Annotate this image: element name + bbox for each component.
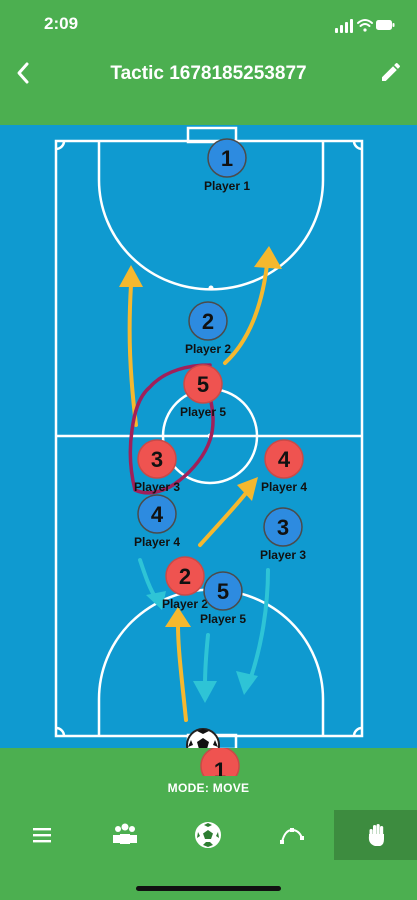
svg-text:Player 2: Player 2 [185, 342, 231, 356]
player-red-3[interactable]: 3 Player 3 [134, 439, 180, 494]
player-red-4[interactable]: 4 Player 4 [261, 439, 307, 494]
curve-tool-icon [280, 828, 304, 844]
player-blue-4[interactable]: 4 Player 4 [134, 494, 180, 549]
move-hand-icon [368, 824, 384, 846]
menu-icon [32, 828, 51, 843]
player-blue-5[interactable]: 5 Player 5 [200, 571, 246, 626]
curve-tool-button[interactable] [250, 810, 334, 860]
svg-text:Player 5: Player 5 [200, 612, 246, 626]
svg-text:Player 3: Player 3 [134, 480, 180, 494]
status-time: 2:09 [44, 14, 79, 33]
penalty-spot [208, 285, 214, 291]
status-icons [335, 19, 395, 33]
svg-text:4: 4 [278, 447, 291, 472]
page-title: Tactic 1678185253877 [110, 63, 307, 84]
svg-text:Player 5: Player 5 [180, 405, 226, 419]
signal-icon [335, 19, 353, 33]
pass-arrows[interactable] [127, 263, 269, 722]
player-red-1-label [180, 748, 260, 768]
svg-text:Player 2: Player 2 [162, 597, 208, 611]
player-red-1[interactable]: 1 [195, 748, 245, 776]
svg-text:Player 3: Player 3 [260, 548, 306, 562]
player-red-2[interactable]: 2 Player 2 [162, 556, 208, 611]
move-tool-button[interactable] [334, 810, 417, 860]
tactic-board[interactable]: 1 Player 1 2 Player 2 5 Player 5 3 Playe… [0, 125, 417, 748]
app-bar: Tactic 1678185253877 [0, 48, 417, 125]
bottom-panel: 1 MODE: MOVE [0, 748, 417, 900]
svg-text:2: 2 [179, 564, 191, 589]
player-blue-1[interactable]: 1 Player 1 [204, 138, 250, 193]
pencil-icon [382, 62, 401, 81]
soccer-ball-icon[interactable] [186, 728, 220, 748]
battery-icon [376, 20, 395, 30]
menu-button[interactable] [0, 810, 83, 860]
player-blue-2[interactable]: 2 Player 2 [185, 301, 231, 356]
ball-icon [195, 822, 221, 848]
svg-text:3: 3 [151, 447, 163, 472]
wifi-icon [357, 19, 373, 32]
status-bar: 2:09 [0, 0, 417, 48]
player-blue-3[interactable]: 3 Player 3 [260, 507, 306, 562]
chevron-left-icon [17, 62, 29, 84]
svg-text:4: 4 [151, 502, 164, 527]
run-arrowheads [146, 591, 258, 703]
svg-text:1: 1 [221, 146, 233, 171]
home-indicator [136, 886, 281, 891]
svg-text:3: 3 [277, 515, 289, 540]
svg-text:1: 1 [214, 758, 226, 776]
svg-text:Player 4: Player 4 [261, 480, 307, 494]
svg-text:5: 5 [197, 372, 209, 397]
mode-label: MODE: MOVE [167, 781, 250, 795]
back-button[interactable] [10, 58, 36, 88]
ball-button[interactable] [166, 810, 250, 860]
svg-text:2: 2 [202, 309, 214, 334]
player-red-5[interactable]: 5 Player 5 [180, 364, 226, 419]
svg-text:5: 5 [217, 579, 229, 604]
players-button[interactable] [83, 810, 166, 860]
pitch: 1 Player 1 2 Player 2 5 Player 5 3 Playe… [54, 126, 364, 748]
svg-text:Player 4: Player 4 [134, 535, 180, 549]
edit-button[interactable] [379, 60, 403, 84]
toolbar [0, 810, 417, 860]
players-icon [112, 823, 137, 844]
svg-text:Player 1: Player 1 [204, 179, 250, 193]
pass-arrowheads [119, 246, 282, 627]
